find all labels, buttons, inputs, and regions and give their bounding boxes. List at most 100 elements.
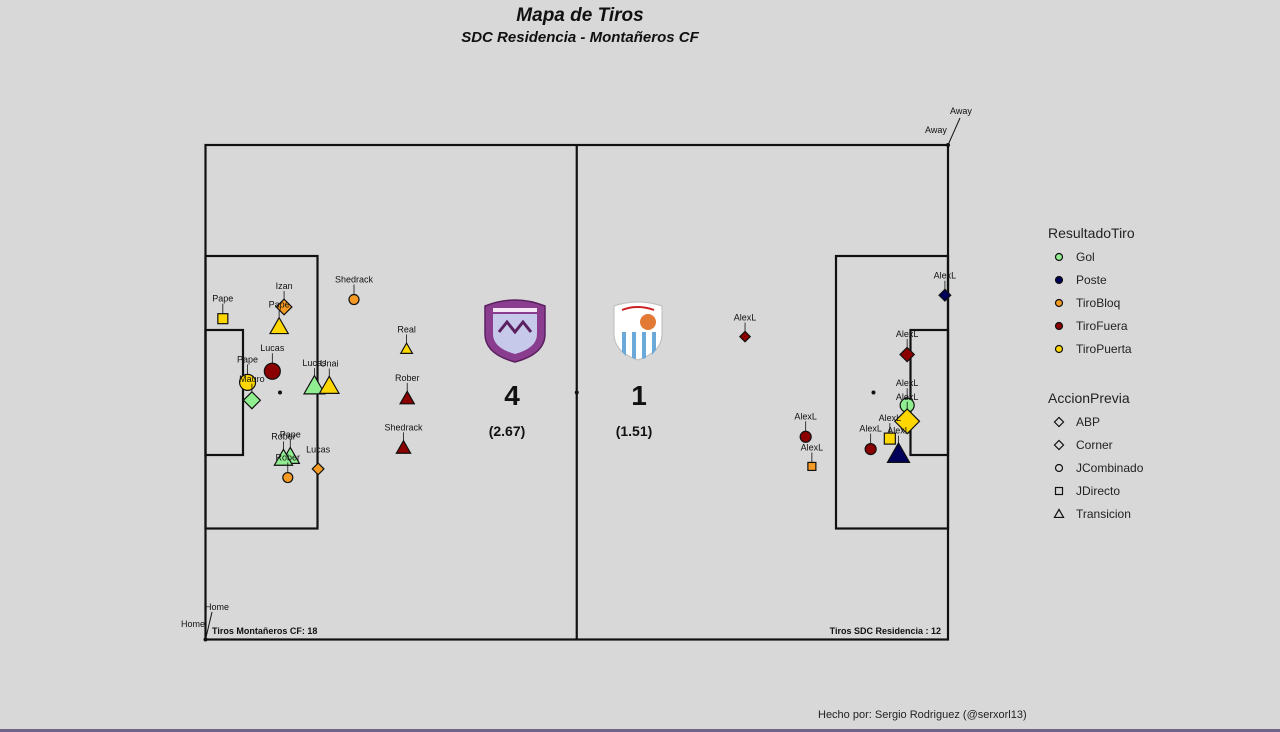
shot-player-label: Rober [276,453,301,463]
shot-marker: Rober [395,373,420,405]
home-score: 4 [504,380,520,411]
shot-marker: Izan [275,281,293,316]
shot-marker: AlexL [859,424,882,456]
away-corner-marker: Away Away [925,106,972,147]
legend-action-item: ABP [1048,410,1143,433]
shot-point [399,390,416,405]
credit-text: Hecho por: Sergio Rodriguez (@serxorl13) [818,709,1027,721]
shot-player-label: AlexL [801,442,824,452]
shot-player-label: Pape [237,354,258,364]
shot-marker: Mauro [239,374,265,410]
legend-swatch [1053,507,1065,518]
legend-swatch [1053,416,1065,427]
home-corner-marker: Home Home [181,602,229,642]
legend-result-label: TiroBloq [1076,295,1121,310]
shot-player-label: Pape [269,300,290,310]
shot-point [864,443,877,456]
shot-marker: Lucas [260,343,285,380]
shot-point [311,462,325,476]
shot-player-label: Lucas [306,444,331,454]
legend-result-label: TiroPuerta [1076,341,1132,356]
shot-player-label: Unai [320,359,339,369]
home-six-yard-box [204,328,245,457]
legend-swatch [1054,275,1064,284]
shot-point [282,471,294,484]
shot-marker: Shedrack [384,422,423,454]
shots-layer: PapeIzanPapeShedrackRealLucasPapeMauroLu… [212,271,957,484]
shot-player-label: Mauro [239,374,265,384]
shot-marker: AlexL [879,413,902,445]
shot-player-label: Shedrack [335,275,374,285]
shot-player-label: AlexL [896,392,919,402]
legend-result-item: TiroBloq [1048,291,1135,314]
legend-swatch [1054,298,1064,307]
legend-action-item: Corner [1048,433,1143,456]
shot-marker: AlexL [893,392,921,435]
shot-player-label: Rober [271,431,296,441]
shot-point [242,390,262,410]
legend-action-title: AccionPrevia [1048,390,1130,406]
chart-titles: Mapa de Tiros SDC Residencia - Montañero… [0,4,1160,48]
shot-player-label: AlexL [859,424,882,434]
away-penalty-spot [871,390,876,395]
legend-swatch [1054,321,1064,330]
shot-point [395,439,412,454]
shot-player-label: AlexL [934,271,957,281]
legend-action-item: Transicion [1048,502,1143,525]
shot-marker: Real [397,324,416,354]
shot-marker: AlexL [886,426,911,463]
legend-result-label: Poste [1076,272,1107,287]
away-six-yard-box [909,328,950,457]
home-xg: (2.67) [489,423,526,439]
shot-point [273,448,294,466]
legend-result-item: TiroPuerta [1048,337,1135,360]
shot-player-label: Izan [276,281,293,291]
shot-marker: Unai [318,359,341,394]
legend-swatch [1054,463,1064,472]
chart-title: Mapa de Tiros [516,5,644,26]
legend-swatch [1054,252,1064,261]
chart-subtitle: SDC Residencia - Montañeros CF [461,29,699,46]
legend-result-label: Gol [1076,249,1095,264]
shot-marker: AlexL [801,442,824,472]
away-penalty-area [834,254,950,530]
shot-point [263,362,281,380]
shot-marker: Shedrack [335,275,374,306]
legend-result-label: TiroFuera [1076,318,1128,333]
shot-point [399,341,414,354]
legend-action-label: Transicion [1076,506,1131,521]
shot-marker: AlexL [734,313,756,343]
legend-swatch [1054,486,1064,495]
shot-point [268,316,290,335]
shot-marker: Rober [276,453,301,484]
centre-spot [574,390,579,395]
shot-player-label: Shedrack [384,422,423,432]
shot-player-label: AlexL [879,413,902,423]
shot-player-label: Lucas [302,358,327,368]
shot-player-label: AlexL [794,411,817,421]
legend-action-label: Corner [1076,437,1113,452]
away-xg: (1.51) [616,423,653,439]
shot-player-label: AlexL [887,426,910,436]
legend-result-item: Poste [1048,268,1135,291]
shot-point [893,408,921,435]
shot-marker: Lucas [302,358,327,395]
shot-player-label: Rober [395,373,420,383]
shot-player-label: Pape [280,430,301,440]
legend-action-item: JDirecto [1048,479,1143,502]
bottom-bar [0,729,1280,732]
shot-player-label: Real [397,324,416,334]
away-score: 1 [631,380,647,411]
legend-action-label: ABP [1076,414,1101,429]
shot-player-label: AlexL [896,378,919,388]
shot-point [275,298,293,316]
away-corner-label: Away [950,106,972,116]
shot-point [938,288,952,302]
legend-action-label: JCombinado [1076,460,1144,475]
shot-point [799,430,812,443]
